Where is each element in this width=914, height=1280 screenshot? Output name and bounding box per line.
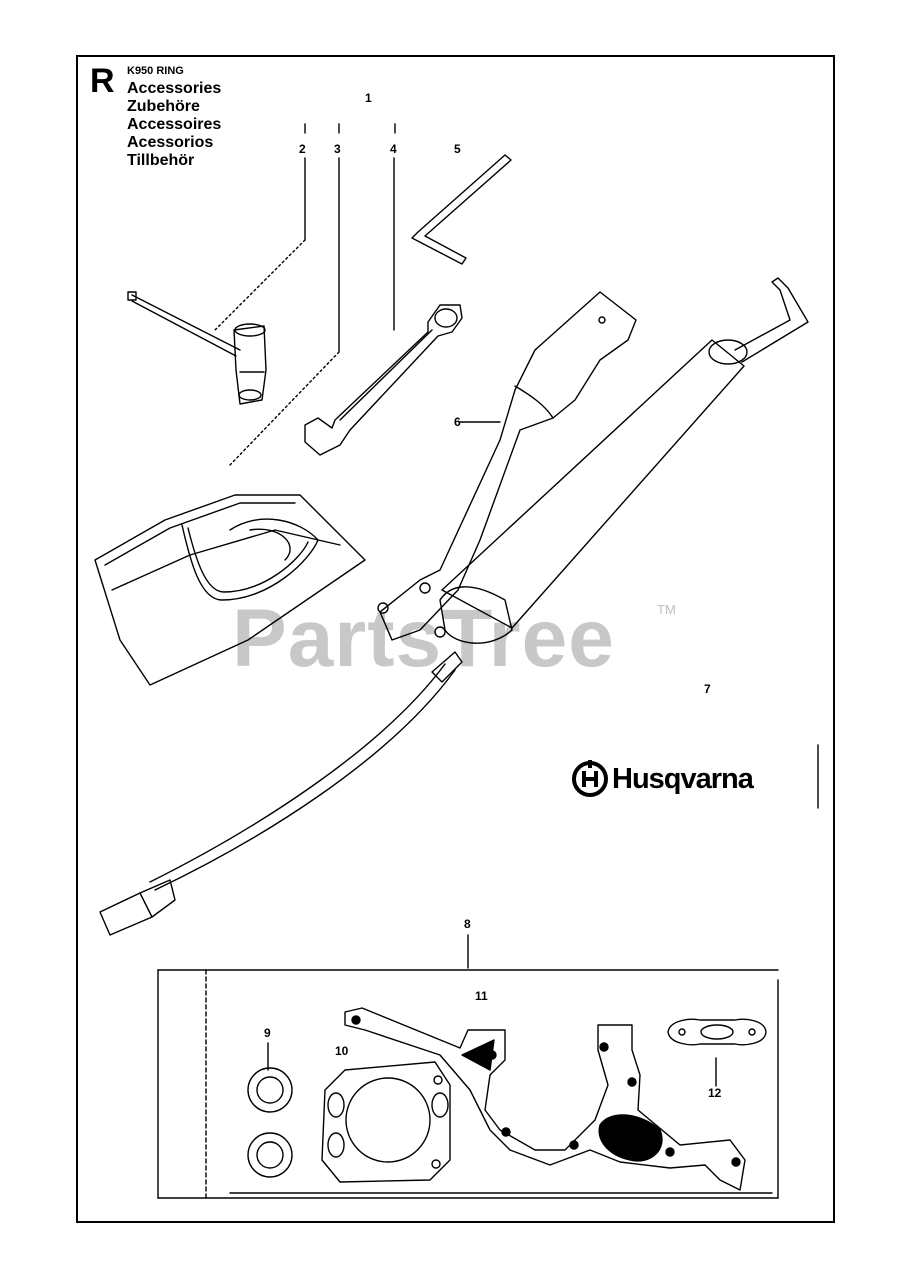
watermark-trademark: TM bbox=[657, 602, 676, 617]
crankcase-gasket bbox=[344, 1007, 746, 1191]
callout-1: 1 bbox=[365, 91, 372, 105]
callout-8: 8 bbox=[464, 917, 471, 931]
hex-key bbox=[411, 154, 512, 265]
husqvarna-logo-icon bbox=[572, 760, 608, 797]
callout-10: 10 bbox=[335, 1044, 349, 1058]
brand-block: Husqvarna bbox=[570, 757, 754, 801]
title-de: Zubehöre bbox=[127, 98, 200, 115]
callout-9: 9 bbox=[264, 1026, 271, 1040]
tool-bag bbox=[94, 494, 366, 686]
gasket-kit-panel bbox=[157, 969, 779, 1199]
title-fr: Accessoires bbox=[127, 116, 222, 133]
combination-spanner bbox=[304, 304, 463, 456]
muffler-gasket bbox=[667, 1018, 767, 1046]
brand-name: Husqvarna bbox=[612, 762, 754, 795]
callout-12: 12 bbox=[708, 1086, 722, 1100]
callout-11: 11 bbox=[475, 989, 488, 1003]
model-label: K950 RING bbox=[127, 65, 184, 77]
title-en: Accessories bbox=[127, 80, 222, 97]
grease-gun bbox=[99, 277, 809, 936]
watermark-text: PartsTree bbox=[232, 593, 615, 684]
section-letter: R bbox=[90, 62, 115, 100]
oil-seal-pair bbox=[247, 1067, 293, 1178]
cylinder-gasket bbox=[321, 1061, 451, 1183]
title-sv: Tillbehör bbox=[127, 152, 195, 169]
callout-5: 5 bbox=[454, 142, 461, 156]
callout-2: 2 bbox=[299, 142, 306, 156]
callout-3: 3 bbox=[334, 142, 341, 156]
callout-leaders bbox=[214, 123, 717, 1087]
socket-wrench bbox=[127, 291, 267, 405]
callout-6: 6 bbox=[454, 415, 461, 429]
title-list: Accessories Zubehöre Accessoires Acessor… bbox=[127, 80, 221, 170]
diagram-frame bbox=[76, 55, 835, 1223]
callout-7: 7 bbox=[704, 682, 711, 696]
title-es: Acessorios bbox=[127, 134, 214, 151]
callout-4: 4 bbox=[390, 142, 397, 156]
